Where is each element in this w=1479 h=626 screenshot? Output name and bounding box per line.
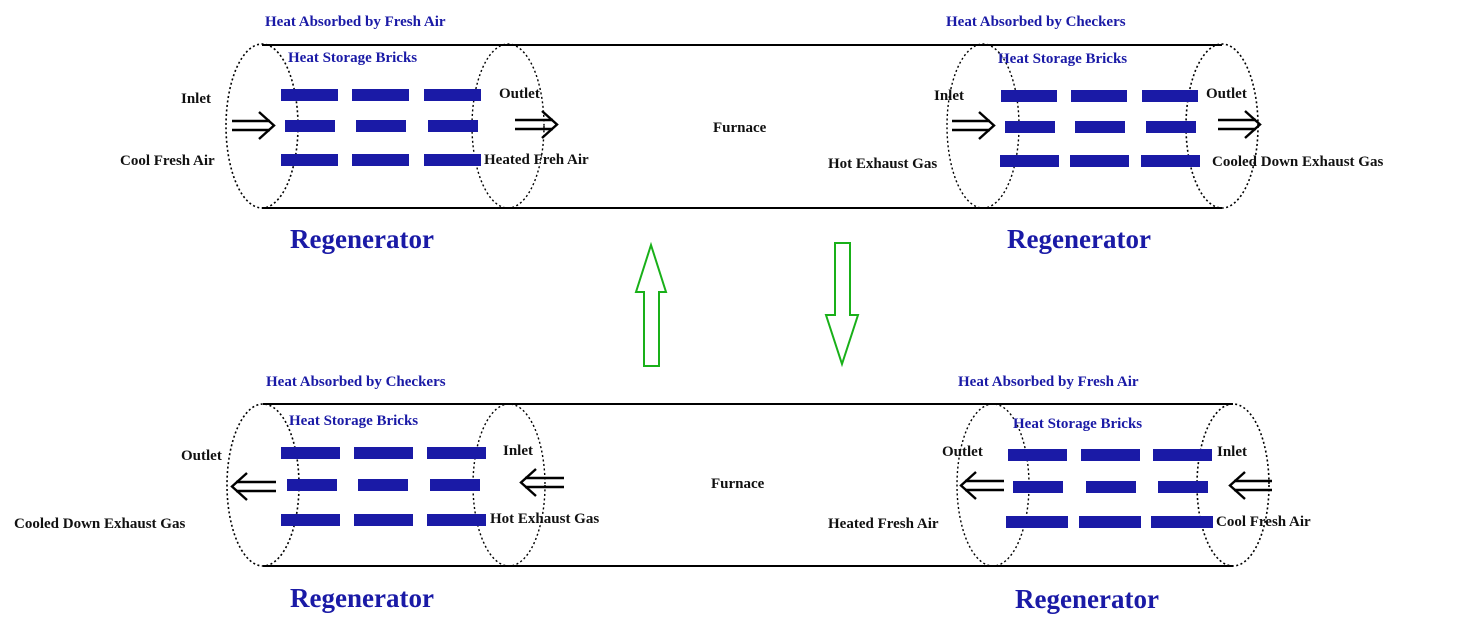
brick xyxy=(424,89,481,101)
bottom-right-regenerator-name: Regenerator xyxy=(1015,584,1159,614)
brick xyxy=(281,154,338,166)
brick xyxy=(428,120,478,132)
brick xyxy=(1081,449,1140,461)
top-left-regenerator: Heat Absorbed by Fresh Air Heat Storage … xyxy=(120,14,589,254)
brick xyxy=(1075,121,1125,133)
brick xyxy=(356,120,406,132)
brick xyxy=(1086,481,1136,493)
bottom-right-brick-grid xyxy=(1006,449,1213,528)
bottom-left-brick-grid xyxy=(281,447,486,526)
bottom-left-regenerator: Heat Absorbed by Checkers Heat Storage B… xyxy=(14,374,599,613)
top-left-regenerator-name: Regenerator xyxy=(290,224,434,254)
brick xyxy=(1006,516,1068,528)
brick xyxy=(352,154,409,166)
bottom-right-regenerator: Heat Absorbed by Fresh Air Heat Storage … xyxy=(828,374,1311,614)
top-left-outlet-arrow-icon xyxy=(515,110,559,139)
bottom-right-inlet-label: Inlet xyxy=(1217,444,1247,460)
top-left-bricks-label: Heat Storage Bricks xyxy=(288,50,417,66)
top-right-outlet-label: Outlet xyxy=(1206,86,1247,102)
cycle-down-arrow-icon xyxy=(824,242,860,368)
brick xyxy=(1158,481,1208,493)
top-left-outlet-label: Outlet xyxy=(499,86,540,102)
bottom-left-inlet-fluid: Hot Exhaust Gas xyxy=(490,511,599,527)
bottom-right-bricks-label: Heat Storage Bricks xyxy=(1013,416,1142,432)
brick xyxy=(281,89,338,101)
brick xyxy=(1005,121,1055,133)
top-right-inlet-arrow-icon xyxy=(952,111,996,140)
top-right-end-cap xyxy=(1185,43,1259,209)
brick xyxy=(424,154,481,166)
top-right-bricks-label: Heat Storage Bricks xyxy=(998,51,1127,67)
top-right-inlet-label: Inlet xyxy=(934,88,964,104)
top-left-heat-title: Heat Absorbed by Fresh Air xyxy=(265,14,446,30)
brick xyxy=(1141,155,1200,167)
brick xyxy=(1070,155,1129,167)
brick xyxy=(281,514,340,526)
bottom-left-regenerator-name: Regenerator xyxy=(290,583,434,613)
bottom-left-inlet-arrow-icon xyxy=(519,468,564,497)
brick xyxy=(354,447,413,459)
brick xyxy=(287,479,337,491)
top-left-inlet-label: Inlet xyxy=(181,91,211,107)
bottom-right-inlet-fluid: Cool Fresh Air xyxy=(1216,514,1311,530)
bottom-right-outlet-arrow-icon xyxy=(959,471,1004,500)
bottom-left-outlet-label: Outlet xyxy=(181,448,222,464)
brick xyxy=(1146,121,1196,133)
top-right-outlet-fluid: Cooled Down Exhaust Gas xyxy=(1212,154,1383,170)
bottom-left-regen-divider xyxy=(472,403,546,567)
bottom-left-inlet-label: Inlet xyxy=(503,443,533,459)
bottom-left-outlet-arrow-icon xyxy=(230,472,276,501)
top-left-brick-grid xyxy=(281,89,481,166)
brick xyxy=(1008,449,1067,461)
brick xyxy=(1013,481,1063,493)
brick xyxy=(354,514,413,526)
top-right-inlet-fluid: Hot Exhaust Gas xyxy=(828,156,937,172)
bottom-left-heat-title: Heat Absorbed by Checkers xyxy=(266,374,446,390)
bottom-left-bricks-label: Heat Storage Bricks xyxy=(289,413,418,429)
top-right-regenerator: Heat Absorbed by Checkers Heat Storage B… xyxy=(828,14,1383,254)
brick xyxy=(358,479,408,491)
brick xyxy=(1153,449,1212,461)
brick xyxy=(430,479,480,491)
brick xyxy=(1071,90,1127,102)
top-right-brick-grid xyxy=(1000,90,1200,167)
cycle-up-arrow-icon xyxy=(634,241,668,367)
top-right-regenerator-name: Regenerator xyxy=(1007,224,1151,254)
top-left-outlet-fluid: Heated Freh Air xyxy=(484,152,589,168)
top-furnace-label: Furnace xyxy=(713,120,767,136)
brick xyxy=(281,447,340,459)
top-right-outlet-arrow-icon xyxy=(1218,110,1262,139)
brick xyxy=(427,447,486,459)
top-right-heat-title: Heat Absorbed by Checkers xyxy=(946,14,1126,30)
bottom-right-outlet-label: Outlet xyxy=(942,444,983,460)
bottom-furnace-label: Furnace xyxy=(711,476,765,492)
brick xyxy=(1151,516,1213,528)
brick xyxy=(1000,155,1059,167)
brick xyxy=(1142,90,1198,102)
brick xyxy=(427,514,486,526)
top-left-inlet-fluid: Cool Fresh Air xyxy=(120,153,215,169)
top-left-inlet-arrow-icon xyxy=(232,111,276,140)
bottom-right-outlet-fluid: Heated Fresh Air xyxy=(828,516,939,532)
bottom-right-inlet-arrow-icon xyxy=(1228,471,1272,500)
top-left-regen-divider xyxy=(471,43,545,209)
brick xyxy=(1001,90,1057,102)
bottom-left-outlet-fluid: Cooled Down Exhaust Gas xyxy=(14,516,185,532)
bottom-right-heat-title: Heat Absorbed by Fresh Air xyxy=(958,374,1139,390)
brick xyxy=(285,120,335,132)
brick xyxy=(352,89,409,101)
brick xyxy=(1079,516,1141,528)
